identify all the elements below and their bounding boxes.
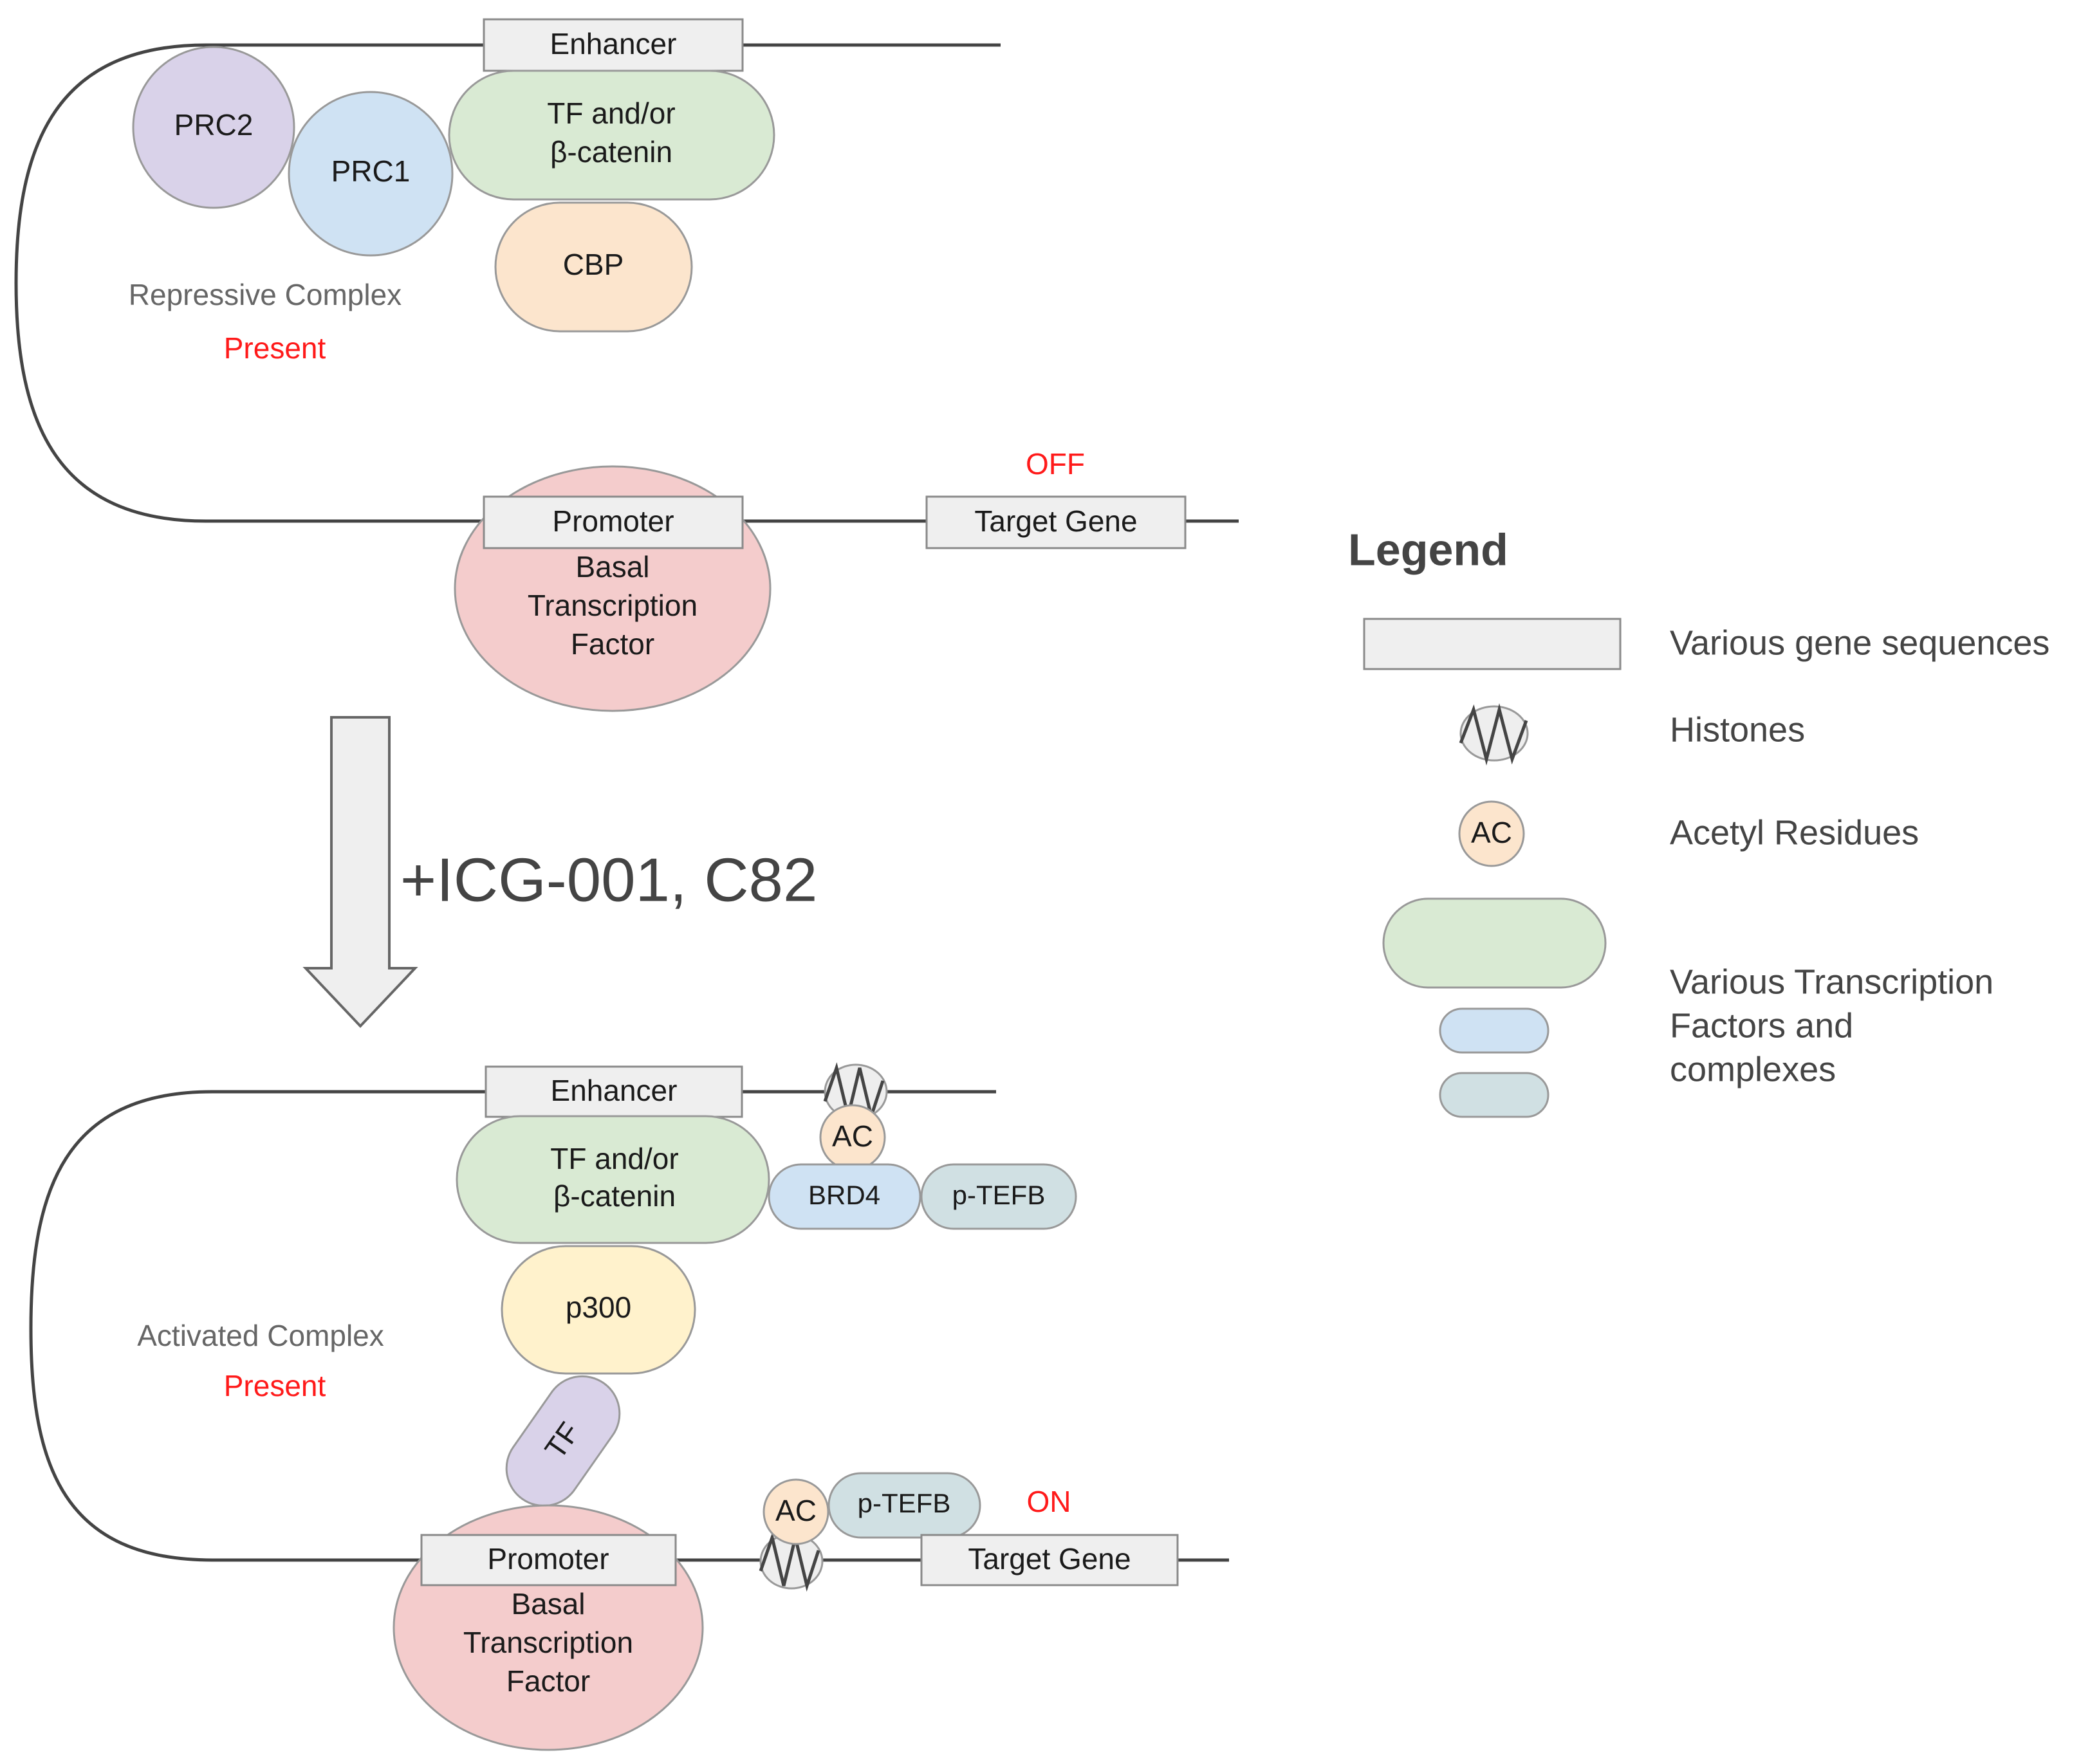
promoter-label-bottom: Promoter <box>487 1542 609 1576</box>
legend-acetyl-label: Acetyl Residues <box>1670 813 1919 852</box>
top-panel: Enhancer PRC2 PRC1 TF and/or β-catenin C… <box>14 18 1239 712</box>
legend-tf-line3: complexes <box>1670 1050 1836 1089</box>
legend-acetyl-icon <box>1458 800 1525 867</box>
target-gene-label-top: Target Gene <box>974 504 1137 538</box>
tf-label-line2-bottom: β-catenin <box>553 1179 676 1213</box>
ptefb-enhancer-shape <box>920 1163 1077 1230</box>
legend-title: Legend <box>1348 524 1508 574</box>
basal-tf-line2-bottom: Transcription <box>463 1626 633 1659</box>
activated-status-label: Present <box>224 1369 326 1402</box>
tf-beta-catenin-top <box>448 69 775 201</box>
basal-tf-line2-top: Transcription <box>528 589 698 622</box>
brd4-label: BRD4 <box>808 1180 880 1210</box>
gene-state-on: ON <box>1027 1485 1071 1518</box>
histone-icon-promoter <box>759 1532 824 1592</box>
tf-label-line1-bottom: TF and/or <box>550 1142 678 1175</box>
enhancer-box-bottom <box>485 1065 743 1118</box>
repressive-status-label: Present <box>224 331 326 365</box>
brd4-shape <box>768 1163 921 1230</box>
legend-tf-line2: Factors and <box>1670 1006 1853 1045</box>
ac-label-promoter: AC <box>775 1494 817 1527</box>
legend-gene-sequence-swatch <box>1363 618 1622 670</box>
basal-tf-line1-bottom: Basal <box>511 1587 585 1621</box>
basal-tf-line1-top: Basal <box>575 550 649 583</box>
prc1-label: PRC1 <box>331 154 411 188</box>
target-gene-box-top <box>925 495 1187 549</box>
legend-gene-sequences-label: Various gene sequences <box>1670 623 2049 662</box>
basal-tf-line3-bottom: Factor <box>506 1664 590 1698</box>
legend: Legend Various gene sequences Histones A… <box>1348 524 2049 1118</box>
tf-label-line1-top: TF and/or <box>547 96 675 130</box>
acetyl-residue-promoter <box>763 1478 829 1545</box>
legend-histone-icon <box>1459 703 1529 766</box>
target-gene-label-bottom: Target Gene <box>968 1542 1131 1576</box>
bottom-panel: Enhancer TF and/or β-catenin AC BRD4 p-T… <box>29 1062 1229 1751</box>
tf-label-line2-top: β-catenin <box>550 135 672 169</box>
prc2-circle <box>132 46 295 209</box>
histone-icon-enhancer <box>823 1062 888 1123</box>
repressive-complex-label: Repressive Complex <box>129 278 402 311</box>
ptefb-promoter-label: p-TEFB <box>858 1488 951 1518</box>
ptefb-promoter-shape <box>828 1472 981 1539</box>
legend-tf-line1: Various Transcription <box>1670 962 1993 1001</box>
basal-tf-line3-top: Factor <box>571 627 654 661</box>
gene-state-off: OFF <box>1026 447 1085 481</box>
treatment-arrow: +ICG-001, C82 <box>302 716 817 1028</box>
ptefb-enhancer-label: p-TEFB <box>952 1180 1046 1210</box>
enhancer-label-top: Enhancer <box>550 27 677 60</box>
p300-shape <box>501 1245 696 1375</box>
ac-label-enhancer: AC <box>832 1119 873 1153</box>
treatment-label: +ICG-001, C82 <box>400 845 817 914</box>
enhancer-label-bottom: Enhancer <box>551 1074 678 1107</box>
activated-complex-label: Activated Complex <box>137 1319 384 1352</box>
legend-tf-blue-swatch <box>1439 1007 1549 1054</box>
p300-label: p300 <box>566 1291 631 1324</box>
tf-beta-catenin-bottom <box>456 1115 770 1244</box>
legend-tf-green-swatch <box>1382 897 1607 989</box>
promoter-box-top <box>483 495 744 549</box>
legend-histones-label: Histones <box>1670 710 1805 749</box>
cbp-label: CBP <box>563 248 624 281</box>
legend-ac-symbol: AC <box>1471 816 1512 849</box>
dna-strand-bottom <box>29 1090 1229 1562</box>
down-arrow <box>302 716 418 1028</box>
cbp-shape <box>494 201 693 333</box>
tf-small-shape: TF <box>505 1375 621 1507</box>
dna-strand-top <box>14 43 1239 523</box>
promoter-label-top: Promoter <box>552 504 674 538</box>
legend-tf-teal-swatch <box>1439 1072 1549 1118</box>
target-gene-box-bottom <box>920 1534 1179 1586</box>
prc2-label: PRC2 <box>174 108 254 142</box>
promoter-box-bottom <box>420 1534 677 1586</box>
prc1-circle <box>288 91 454 257</box>
